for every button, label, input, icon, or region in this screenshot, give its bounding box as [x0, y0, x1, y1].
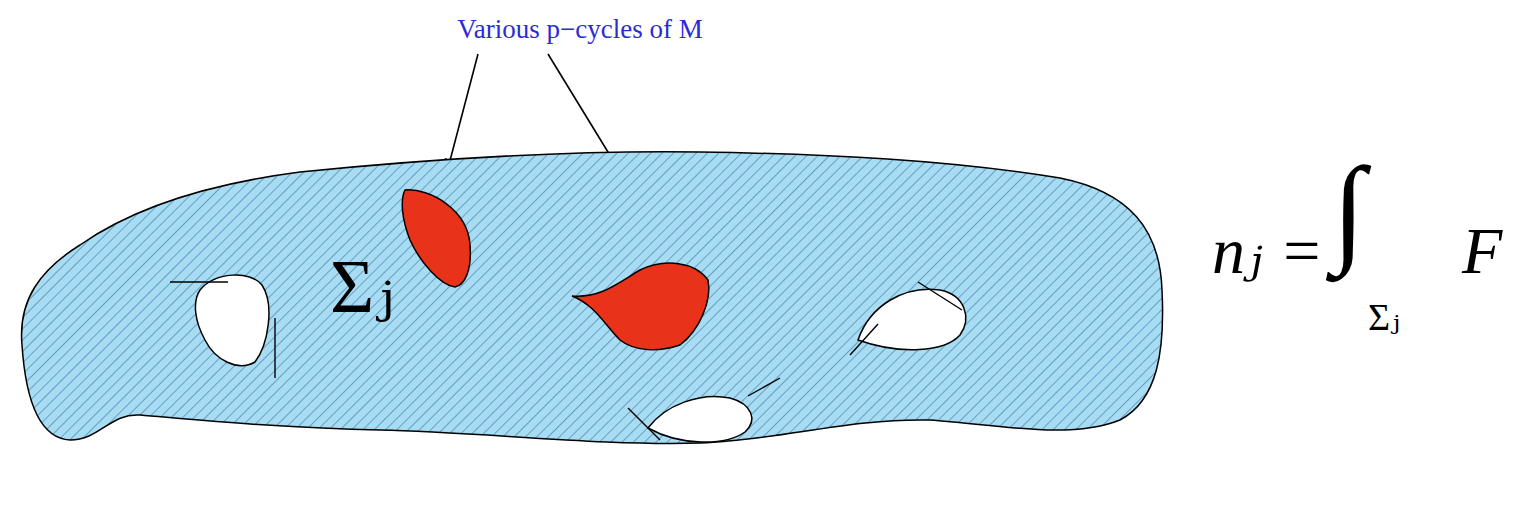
cycle-tick: [748, 378, 780, 396]
integral-sign: ∫: [1332, 150, 1365, 270]
surface-blob: [22, 152, 1163, 444]
cycle-tick: [850, 324, 878, 355]
cycle-tick: [274, 318, 275, 378]
formula-lhs: nⱼ =: [1212, 218, 1323, 284]
p-cycle: [572, 263, 709, 350]
integral-domain: Σⱼ: [1368, 298, 1400, 336]
hole: [648, 397, 752, 443]
cycle-tick: [170, 281, 228, 282]
surface-outline: [8, 148, 1178, 450]
cycle-tick: [918, 282, 962, 310]
surface-label: Σⱼ: [330, 248, 394, 324]
p-cycle: [402, 190, 470, 287]
surface-region: Σⱼ: [8, 148, 1178, 450]
hole: [858, 289, 966, 349]
leader-line: [447, 54, 478, 172]
hole: [195, 275, 269, 366]
formula-integrand: F: [1462, 218, 1502, 284]
callout-title: Various p−cycles of M: [457, 16, 702, 43]
cycle-tick: [628, 408, 660, 440]
